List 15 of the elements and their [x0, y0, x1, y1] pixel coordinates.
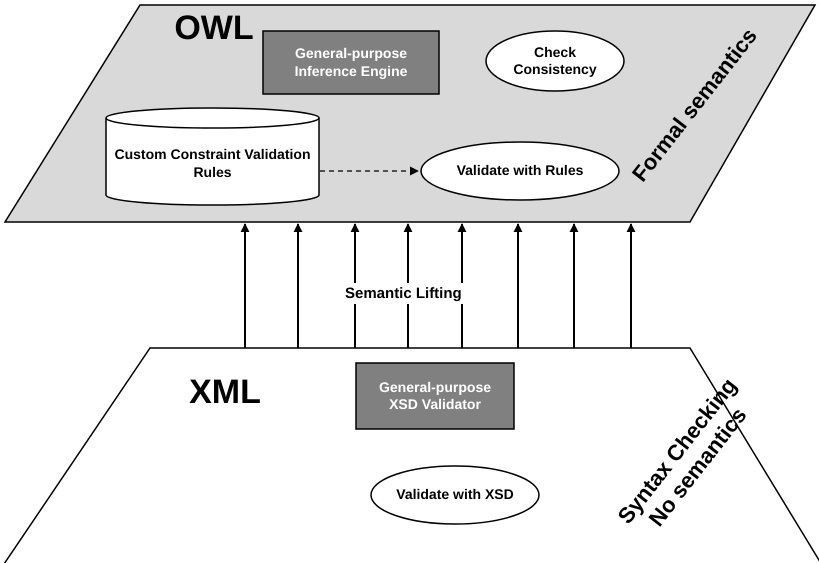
- arrow: [294, 223, 302, 348]
- node-label: Check Consistency: [512, 44, 598, 78]
- node-label: General-purpose XSD Validator: [378, 378, 492, 414]
- plane-title: OWL: [173, 8, 255, 49]
- node-label: General-purpose Inference Engine: [294, 45, 408, 80]
- annotation-text: Semantic Lifting: [342, 283, 465, 304]
- arrow: [570, 223, 578, 348]
- node-label: Validate with Rules: [456, 162, 584, 180]
- arrow: [240, 223, 250, 348]
- dashed-arrow: [320, 166, 419, 176]
- arrow: [514, 223, 522, 348]
- plane-title: XML: [188, 372, 262, 413]
- node-label: Validate with XSD: [396, 486, 514, 504]
- node-label: Custom Constraint Validation Rules: [113, 146, 312, 181]
- arrow: [626, 223, 636, 348]
